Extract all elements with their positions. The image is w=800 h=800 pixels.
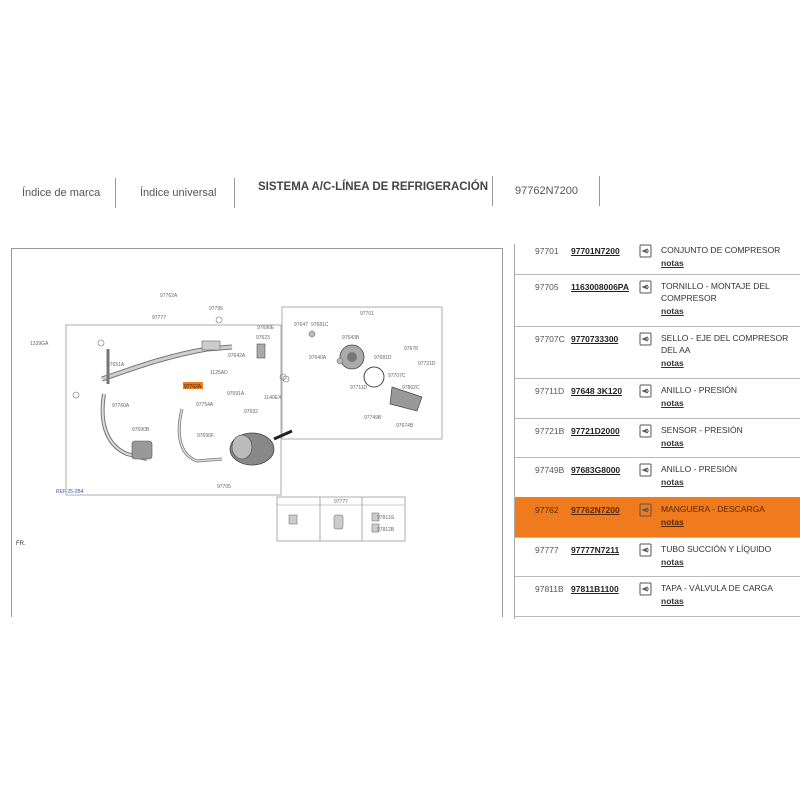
notes-link[interactable]: notas	[661, 358, 684, 368]
part-number-link[interactable]: 97811B1100	[571, 584, 619, 594]
part-number-link[interactable]: 97683G8000	[571, 465, 621, 475]
part-row-3[interactable]: 97711D 97648 3K120 ANILLO - PRESIÓN notas	[515, 378, 800, 419]
label-97795: 97795	[209, 306, 223, 312]
label-97690E: 97690E	[257, 325, 275, 331]
part-row-1[interactable]: 97705 1163008006PA TORNILLO - MONTAJE DEL …	[515, 274, 800, 327]
part-description: SELLO - EJE DEL COMPRESOR DEL AA	[661, 333, 789, 355]
label-97651A: 97651A	[107, 362, 125, 368]
part-number-link[interactable]: 1163008006PA	[571, 282, 629, 292]
part-row-0[interactable]: 97701 97701N7200 CONJUNTO DE COMPRESOR nota…	[515, 244, 800, 275]
label-97640A: 97640A	[309, 355, 327, 361]
part-number-link[interactable]: 97648 3K120	[571, 386, 623, 396]
part-ref: 97705	[535, 282, 559, 292]
part-number-link[interactable]: 97721D2000	[571, 426, 620, 436]
label-1125AD: 1125AD	[210, 370, 228, 376]
label-97777: 97777	[152, 315, 166, 321]
part-number-link[interactable]: 97701N7200	[571, 246, 620, 256]
label-97760A: 97760A	[112, 403, 130, 409]
notes-link[interactable]: notas	[661, 258, 684, 268]
part-description: TORNILLO - MONTAJE DEL COMPRESOR	[661, 281, 770, 303]
add-to-cart-icon[interactable]	[639, 384, 652, 398]
part-description: MANGUERA - DESCARGA	[661, 504, 765, 514]
part-description: CONJUNTO DE COMPRESOR	[661, 245, 781, 255]
part-row-7[interactable]: 97777 97777N7211 TUBO SUCCIÓN Y LÍQUIDO not…	[515, 537, 800, 577]
label-97811G: 97811G	[377, 515, 395, 521]
notes-link[interactable]: notas	[661, 477, 684, 487]
part-row-4[interactable]: 97721B 97721D2000 SENSOR - PRESIÓN notas	[515, 418, 800, 458]
part-ref: 97707C	[535, 334, 565, 344]
label-ref-25-2b4: REF 25-2B4	[56, 489, 84, 495]
label-1140EX: 1140EX	[264, 395, 282, 401]
part-row-8[interactable]: 97811B 97811B1100 TAPA - VÁLVULA DE CARGA n…	[515, 576, 800, 617]
part-ref: 97749B	[535, 465, 565, 475]
label-97762A-highlight: 97762A	[184, 384, 202, 390]
part-number-link[interactable]: 9770733300	[571, 334, 619, 344]
label-97690B: 97690B	[132, 427, 150, 433]
part-number-link[interactable]: 97777N7211	[571, 545, 620, 555]
label-97754A: 97754A	[196, 402, 214, 408]
add-to-cart-icon[interactable]	[639, 543, 652, 557]
label-97691A: 97691A	[227, 391, 245, 397]
label-97812B: 97812B	[377, 527, 395, 533]
add-to-cart-icon[interactable]	[639, 503, 652, 517]
notes-link[interactable]: notas	[661, 398, 684, 408]
part-row-5[interactable]: 97749B 97683G8000 ANILLO - PRESIÓN notas	[515, 457, 800, 498]
part-row-2[interactable]: 97707C 9770733300 SELLO - EJE DEL COMPRESO…	[515, 326, 800, 379]
label-97692: 97692	[244, 409, 258, 415]
label-97623: 97623	[256, 335, 270, 341]
label-97707C: 97707C	[388, 373, 406, 379]
label-97762A: 97762A	[160, 293, 178, 299]
part-ref: 97762	[535, 505, 559, 515]
label-97643B: 97643B	[342, 335, 360, 341]
add-to-cart-icon[interactable]	[639, 280, 652, 294]
notes-link[interactable]: notas	[661, 596, 684, 606]
parts-list: 97701 97701N7200 CONJUNTO DE COMPRESOR nota…	[514, 244, 800, 619]
notes-link[interactable]: notas	[661, 517, 684, 527]
label-97674B: 97674B	[396, 423, 414, 429]
tab-indice-marca[interactable]: Índice de marca	[0, 178, 116, 208]
tab-indice-universal[interactable]: Índice universal	[116, 178, 235, 208]
part-code-field[interactable]: 97762N7200	[492, 176, 600, 206]
part-description: ANILLO - PRESIÓN	[661, 385, 738, 395]
label-97721D: 97721D	[418, 361, 436, 367]
part-description: TUBO SUCCIÓN Y LÍQUIDO	[661, 544, 772, 554]
part-description: ANILLO - PRESIÓN	[661, 464, 738, 474]
label-97681C: 97681C	[311, 322, 329, 328]
part-ref: 97711D	[535, 386, 565, 396]
part-description: SENSOR - PRESIÓN	[661, 425, 743, 435]
label-fr: FR.	[16, 541, 26, 547]
add-to-cart-icon[interactable]	[639, 332, 652, 346]
notes-link[interactable]: notas	[661, 438, 684, 448]
highlight-marker	[183, 382, 203, 389]
part-ref: 97701	[535, 246, 559, 256]
add-to-cart-icon[interactable]	[639, 463, 652, 477]
label-97678: 97678	[404, 346, 418, 352]
label-97642A: 97642A	[228, 353, 246, 359]
part-ref: 97721B	[535, 426, 565, 436]
label-97701: 97701	[360, 311, 374, 317]
notes-link[interactable]: notas	[661, 557, 684, 567]
label-97777-table: 97777	[334, 499, 348, 505]
part-row-6[interactable]: 97762 97762N7200 MANGUERA - DESCARGA notas	[515, 497, 800, 538]
label-97690F: 97690F	[197, 433, 214, 439]
label-97681D: 97681D	[374, 355, 392, 361]
notes-link[interactable]: notas	[661, 306, 684, 316]
label-97705: 97705	[217, 484, 231, 490]
label-1339GA: 1339GA	[30, 341, 49, 347]
add-to-cart-icon[interactable]	[639, 582, 652, 596]
label-97749B: 97749B	[364, 415, 382, 421]
part-number-link[interactable]: 97762N7200	[571, 505, 620, 515]
page-title: SISTEMA A/C-LÍNEA DE REFRIGERACIÓN	[258, 181, 489, 193]
header-bar: Índice de marca Índice universal SISTEMA…	[0, 176, 800, 208]
part-ref: 97811B	[535, 584, 564, 594]
parts-diagram[interactable]: 97762A 97777 97795 97690E 97623 1339GA 9…	[11, 248, 503, 617]
part-description: TAPA - VÁLVULA DE CARGA	[661, 583, 773, 593]
label-97802C: 97802C	[402, 385, 420, 391]
add-to-cart-icon[interactable]	[639, 244, 652, 258]
label-97647: 97647	[294, 322, 308, 328]
part-ref: 97777	[535, 545, 559, 555]
add-to-cart-icon[interactable]	[639, 424, 652, 438]
label-97711D: 97711D	[350, 385, 368, 391]
